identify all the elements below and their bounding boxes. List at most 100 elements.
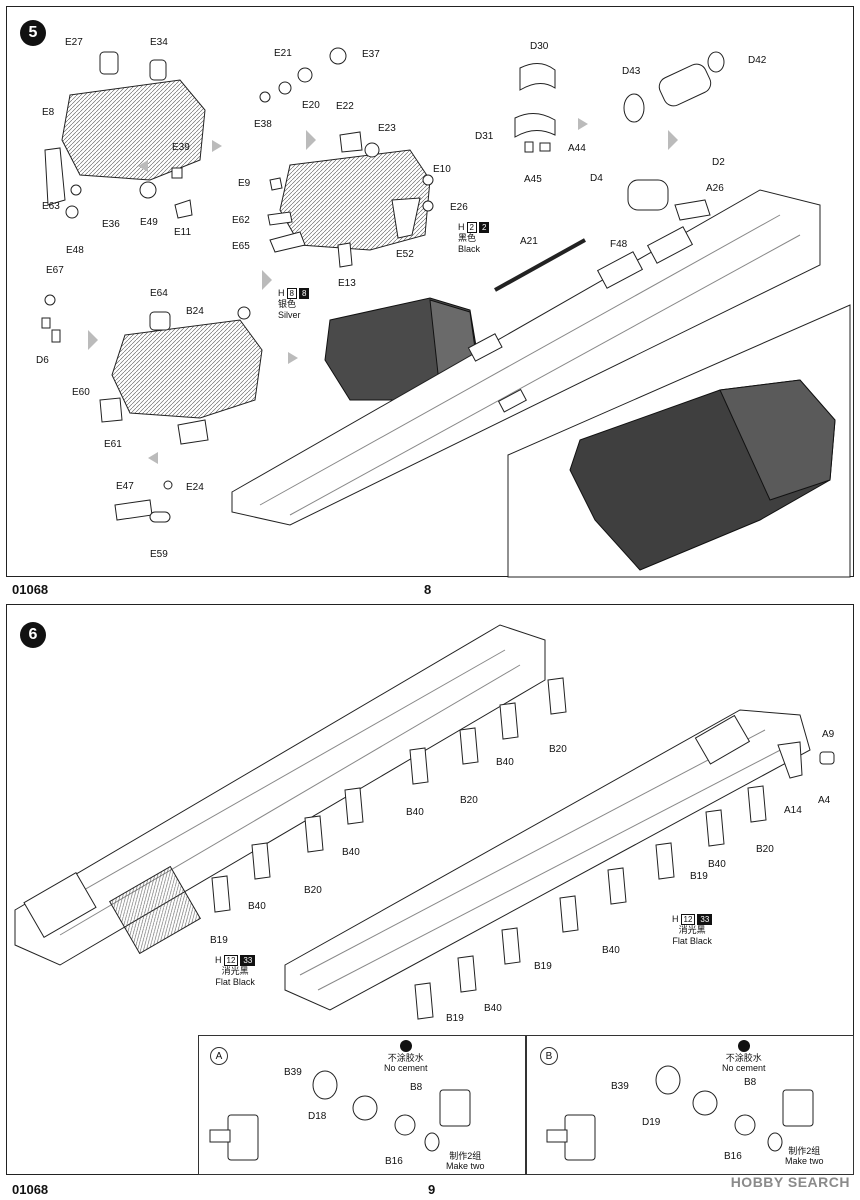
part-label: D30 — [530, 41, 549, 52]
paint-name-en: Flat Black — [215, 976, 255, 987]
part-label: E37 — [362, 49, 380, 60]
note-cn: 制作2组 — [449, 1151, 482, 1161]
part-label: A45 — [524, 174, 542, 185]
part-label: E48 — [66, 245, 84, 256]
sub-a-drawing — [209, 1070, 471, 1161]
part-label: B19 — [446, 1013, 464, 1024]
part-label: E22 — [336, 101, 354, 112]
note-en: Make two — [785, 1156, 824, 1167]
sub-assembly-panel-b — [526, 1035, 854, 1175]
chassis-frame-upper — [14, 624, 546, 966]
paint-name-cn: 消光黑 — [221, 966, 249, 977]
kit-code: 01068 — [12, 582, 49, 597]
part-label: E59 — [150, 549, 168, 560]
bracket-parts — [211, 677, 835, 1020]
part-label: A26 — [706, 183, 724, 194]
paint-name-cn: 银色 — [278, 299, 297, 310]
part-label: D6 — [36, 355, 49, 366]
hobby-search-watermark: HOBBY SEARCH — [730, 1174, 850, 1190]
part-label: E52 — [396, 249, 414, 260]
paint-name-en: Black — [458, 243, 481, 254]
paint-code: 33 — [240, 955, 256, 967]
paint-name-cn: 黑色 — [458, 233, 477, 244]
part-label: E24 — [186, 482, 204, 493]
part-label: E27 — [65, 37, 83, 48]
paint-code: 8 — [298, 288, 310, 300]
part-label: E20 — [302, 100, 320, 111]
no-cement-icon — [399, 1040, 412, 1052]
paint-code: 2 — [478, 222, 490, 234]
part-label: E65 — [232, 241, 250, 252]
step-number: 6 — [28, 626, 38, 643]
flow-arrows-top — [88, 118, 678, 464]
paint-name-en: Silver — [278, 309, 301, 320]
part-label: B40 — [248, 901, 266, 912]
part-label: E63 — [42, 201, 60, 212]
part-label: B16 — [385, 1156, 403, 1167]
part-label: E64 — [150, 288, 168, 299]
part-label: A44 — [568, 143, 586, 154]
part-label: B8 — [410, 1082, 423, 1093]
make-two-note: 制作2组 Make two — [785, 1146, 824, 1167]
no-cement-note: 不涂胶水 No cement — [384, 1040, 428, 1074]
engine-assembly-middle — [259, 47, 434, 268]
instruction-page-8 — [6, 6, 854, 577]
paint-code: 12 — [223, 955, 239, 967]
paint-code-letter: H — [215, 955, 222, 965]
exhaust-parts — [514, 51, 725, 221]
part-label: B40 — [602, 945, 620, 956]
paint-code: 8 — [286, 288, 297, 300]
paint-code: 2 — [466, 222, 477, 234]
part-label: D18 — [308, 1111, 327, 1122]
make-two-note: 制作2组 Make two — [446, 1151, 485, 1172]
part-label: E38 — [254, 119, 272, 130]
page-number: 8 — [424, 582, 432, 597]
step-number-badge: 5 — [20, 20, 46, 46]
part-label: E8 — [42, 107, 55, 118]
no-cement-icon — [737, 1040, 750, 1052]
part-label: B39 — [284, 1067, 302, 1078]
no-cement-note: 不涂胶水 No cement — [722, 1040, 766, 1074]
part-label: A14 — [784, 805, 802, 816]
part-label: B39 — [611, 1081, 629, 1092]
part-label: E11 — [174, 227, 192, 238]
paint-name-cn: 消光黑 — [678, 925, 706, 936]
part-label: B40 — [708, 859, 726, 870]
part-label: D2 — [712, 157, 725, 168]
part-label: E62 — [232, 215, 250, 226]
part-label: B19 — [690, 871, 708, 882]
part-label: B8 — [744, 1077, 757, 1088]
step-number: 5 — [28, 24, 38, 41]
part-label: D42 — [748, 55, 767, 66]
note-en: No cement — [722, 1063, 766, 1074]
part-label: E39 — [172, 142, 190, 153]
part-label: B40 — [342, 847, 360, 858]
part-label: E61 — [104, 439, 122, 450]
part-label: B20 — [756, 844, 774, 855]
engine-assembly-lower — [41, 294, 263, 523]
note-cn: 制作2组 — [788, 1146, 821, 1156]
note-cn: 不涂胶水 — [725, 1053, 762, 1063]
paint-code: 12 — [680, 914, 696, 926]
part-label: B40 — [406, 807, 424, 818]
part-label: B19 — [534, 961, 552, 972]
chassis-frame-top — [231, 189, 821, 526]
sub-assembly-panel-a — [198, 1035, 526, 1175]
part-label: D19 — [642, 1117, 661, 1128]
paint-code: 33 — [697, 914, 713, 926]
engine-assembly-left — [44, 51, 206, 219]
part-label: B20 — [460, 795, 478, 806]
note-en: Make two — [446, 1161, 485, 1172]
part-label: E60 — [72, 387, 90, 398]
part-label: D31 — [475, 131, 494, 142]
part-label: A21 — [520, 236, 538, 247]
part-label: E26 — [450, 202, 468, 213]
paint-code-letter: H — [458, 222, 465, 232]
kit-code: 01068 — [12, 1182, 49, 1197]
paint-name-en: Flat Black — [672, 935, 712, 946]
part-label: E23 — [378, 123, 396, 134]
